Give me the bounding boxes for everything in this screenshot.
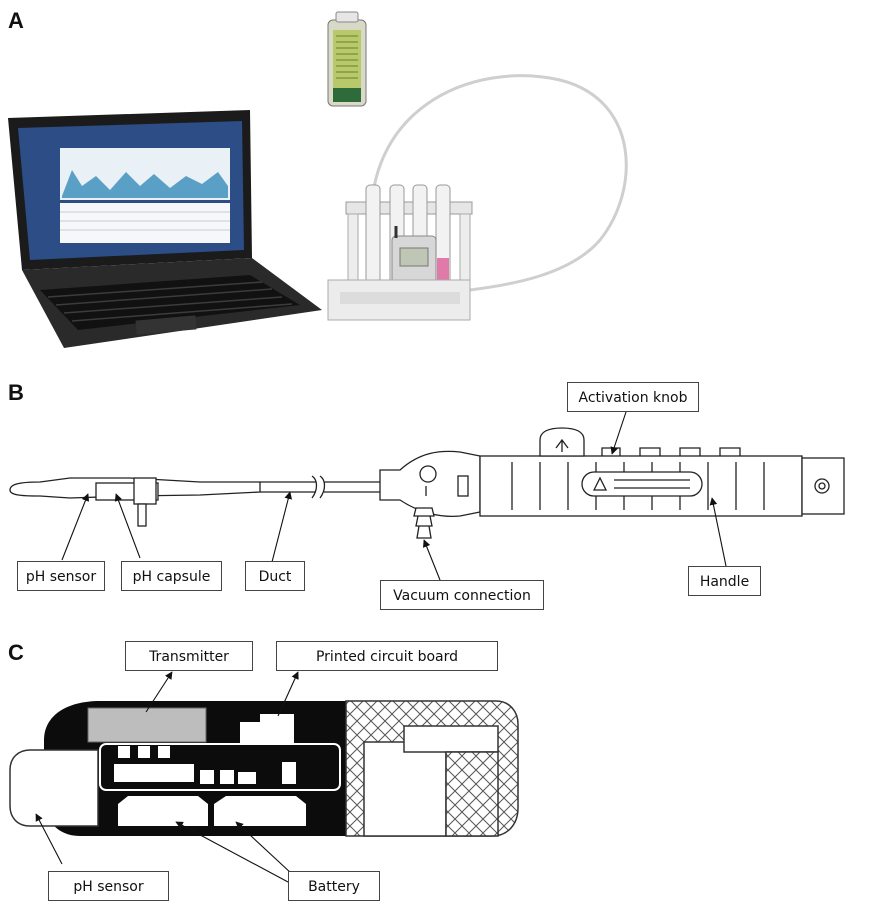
- label-ph-capsule: pH capsule: [121, 561, 222, 591]
- receiver-device: [327, 11, 367, 107]
- label-transmitter: Transmitter: [125, 641, 253, 671]
- panel-b-drawing: [9, 411, 845, 581]
- label-vacuum-connection: Vacuum connection: [380, 580, 544, 610]
- label-ph-sensor-c: pH sensor: [48, 871, 169, 901]
- panel-letter-c: C: [8, 640, 24, 665]
- label-duct: Duct: [245, 561, 305, 591]
- battery-right: [214, 796, 306, 826]
- capsule-ph-sensor: [9, 749, 99, 827]
- circuit-board: [99, 743, 341, 791]
- label-printed-circuit-board: Printed circuit board: [276, 641, 498, 671]
- label-activation-knob: Activation knob: [567, 382, 699, 412]
- vacuum-connector: [413, 507, 435, 539]
- battery-left: [118, 796, 208, 826]
- label-handle: Handle: [688, 566, 761, 596]
- label-battery: Battery: [288, 871, 380, 901]
- label-ph-sensor-b: pH sensor: [17, 561, 105, 591]
- panel-a-photo: [8, 11, 628, 348]
- transmitter-block: [87, 707, 207, 743]
- calibration-stand: [327, 184, 473, 321]
- panel-letter-a: A: [8, 8, 24, 33]
- panel-letter-b: B: [8, 380, 24, 405]
- sensor-cable: [369, 74, 628, 292]
- laptop: [8, 110, 322, 348]
